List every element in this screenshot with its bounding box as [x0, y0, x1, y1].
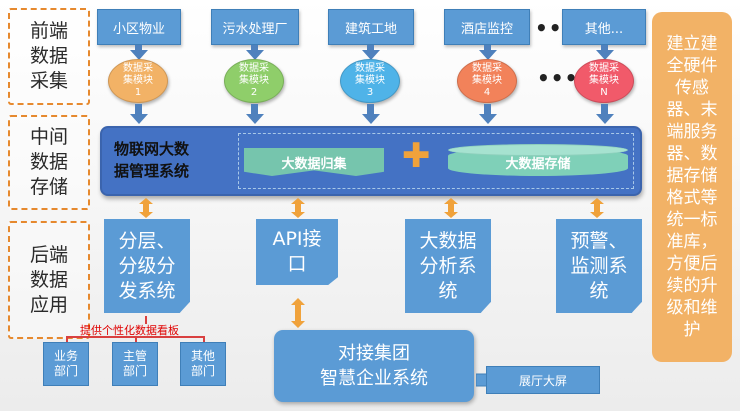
double-arrow-4 — [590, 198, 604, 218]
arrow-src-mod-2 — [251, 45, 258, 51]
double-arrow-1 — [139, 198, 153, 218]
group-smart-enterprise-system: 对接集团 智慧企业系统 — [274, 330, 474, 402]
warning-monitoring-system: 预警、 监测系 统 — [556, 219, 642, 313]
double-arrow-2 — [291, 198, 305, 218]
exhibition-hall-screen: 展厅大屏 — [486, 366, 600, 394]
arrow-src-mod-n — [601, 45, 608, 51]
cylinder-top — [448, 144, 628, 156]
arrow-src-mod-2-head — [246, 50, 264, 60]
source-hotel-monitoring: 酒店监控 — [444, 9, 530, 45]
personalized-dashboard-note: 提供个性化数据看板 — [80, 324, 179, 337]
arrow-mod-store-1-head — [130, 114, 148, 124]
dept-business: 业务 部门 — [43, 342, 89, 386]
arrow-src-mod-n-head — [596, 50, 614, 60]
storage-title: 物联网大数 据管理系统 — [114, 140, 190, 180]
dept-supervisor: 主管 部门 — [112, 342, 158, 386]
source-construction-site: 建筑工地 — [328, 9, 414, 45]
arrow-src-mod-1-head — [130, 50, 148, 60]
plus-icon: ✚ — [402, 136, 431, 176]
module-ellipsis: ••• — [537, 66, 579, 90]
source-community-property: 小区物业 — [97, 9, 181, 45]
note-branch-right — [203, 336, 205, 342]
dept-other: 其他 部门 — [180, 342, 226, 386]
arrow-mod-store-2 — [251, 104, 258, 114]
arrow-mod-store-1 — [135, 104, 142, 114]
arrow-mod-store-n — [601, 104, 608, 114]
arrow-mod-store-3 — [367, 104, 374, 114]
note-branch-left — [66, 336, 68, 342]
arrow-src-mod-3 — [367, 45, 374, 51]
arrow-mod-store-4-head — [479, 114, 497, 124]
arrow-mod-store-3-head — [362, 114, 380, 124]
arrow-mod-store-n-head — [596, 114, 614, 124]
note-branch-mid — [135, 336, 137, 342]
double-arrow-api — [291, 298, 305, 328]
arrow-mod-store-2-head — [246, 114, 264, 124]
standard-library-note: 建立建全硬件传感器、末端服务器、数据存储格式等统一标准库，方便后续的升级和维护 — [652, 12, 732, 362]
api-interface: API接 口 — [256, 219, 338, 285]
note-stem — [145, 316, 147, 324]
arrow-src-mod-1 — [135, 45, 142, 51]
tiered-distribution-system: 分层、 分级分 发系统 — [104, 219, 190, 313]
storage-inner-frame — [238, 133, 634, 189]
band-frontend-collection: 前端 数据 采集 — [8, 8, 90, 105]
source-other: 其他... — [562, 9, 646, 45]
source-sewage-plant: 污水处理厂 — [211, 9, 299, 45]
band-backend-application: 后端 数据 应用 — [8, 221, 90, 339]
arrow-src-mod-3-head — [362, 50, 380, 60]
arrow-src-mod-4-head — [479, 50, 497, 60]
bigdata-analysis-system: 大数据 分析系 统 — [405, 219, 491, 313]
iot-bigdata-management-system: 物联网大数 据管理系统 大数据归集 ✚ 大数据存储 — [100, 126, 642, 196]
arrow-src-mod-4 — [484, 45, 491, 51]
band-middle-storage: 中间 数据 存储 — [8, 115, 90, 210]
arrow-mod-store-4 — [484, 104, 491, 114]
double-arrow-3 — [444, 198, 458, 218]
